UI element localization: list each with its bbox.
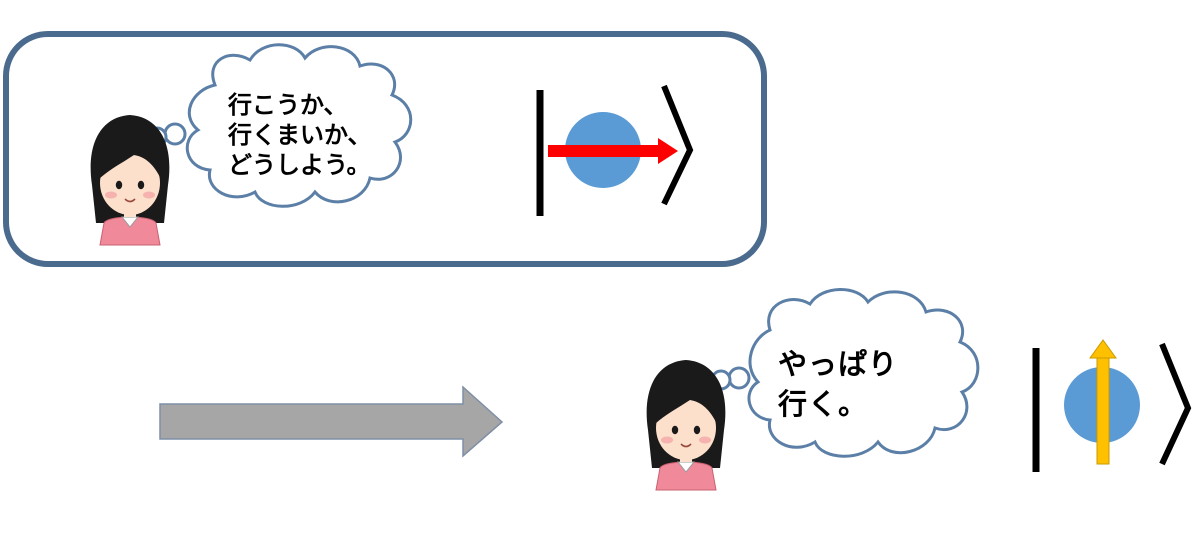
- state-diagram-2: [1032, 339, 1192, 472]
- state-arrow-right-head: [658, 138, 678, 164]
- thought-line: やっぱり: [778, 347, 899, 381]
- thought-line: 行く。: [778, 387, 869, 421]
- thought-line: 行こうか、: [228, 91, 348, 119]
- thought-line: どうしよう。: [228, 151, 371, 179]
- thought-line: 行くまいか、: [228, 121, 372, 149]
- state-arrow-up-head: [1089, 339, 1117, 359]
- ket-angle: [1159, 342, 1192, 466]
- transition-arrow: [159, 385, 504, 458]
- thought-text-decision: やっぱり 行く。: [778, 344, 898, 424]
- state-diagram-1: [536, 84, 694, 216]
- ket-angle: [661, 84, 694, 206]
- state-arrow-up: [1096, 355, 1110, 465]
- thought-text-hesitation: 行こうか、 行くまいか、 どうしよう。: [228, 90, 372, 180]
- girl-thinking-icon: [645, 359, 727, 491]
